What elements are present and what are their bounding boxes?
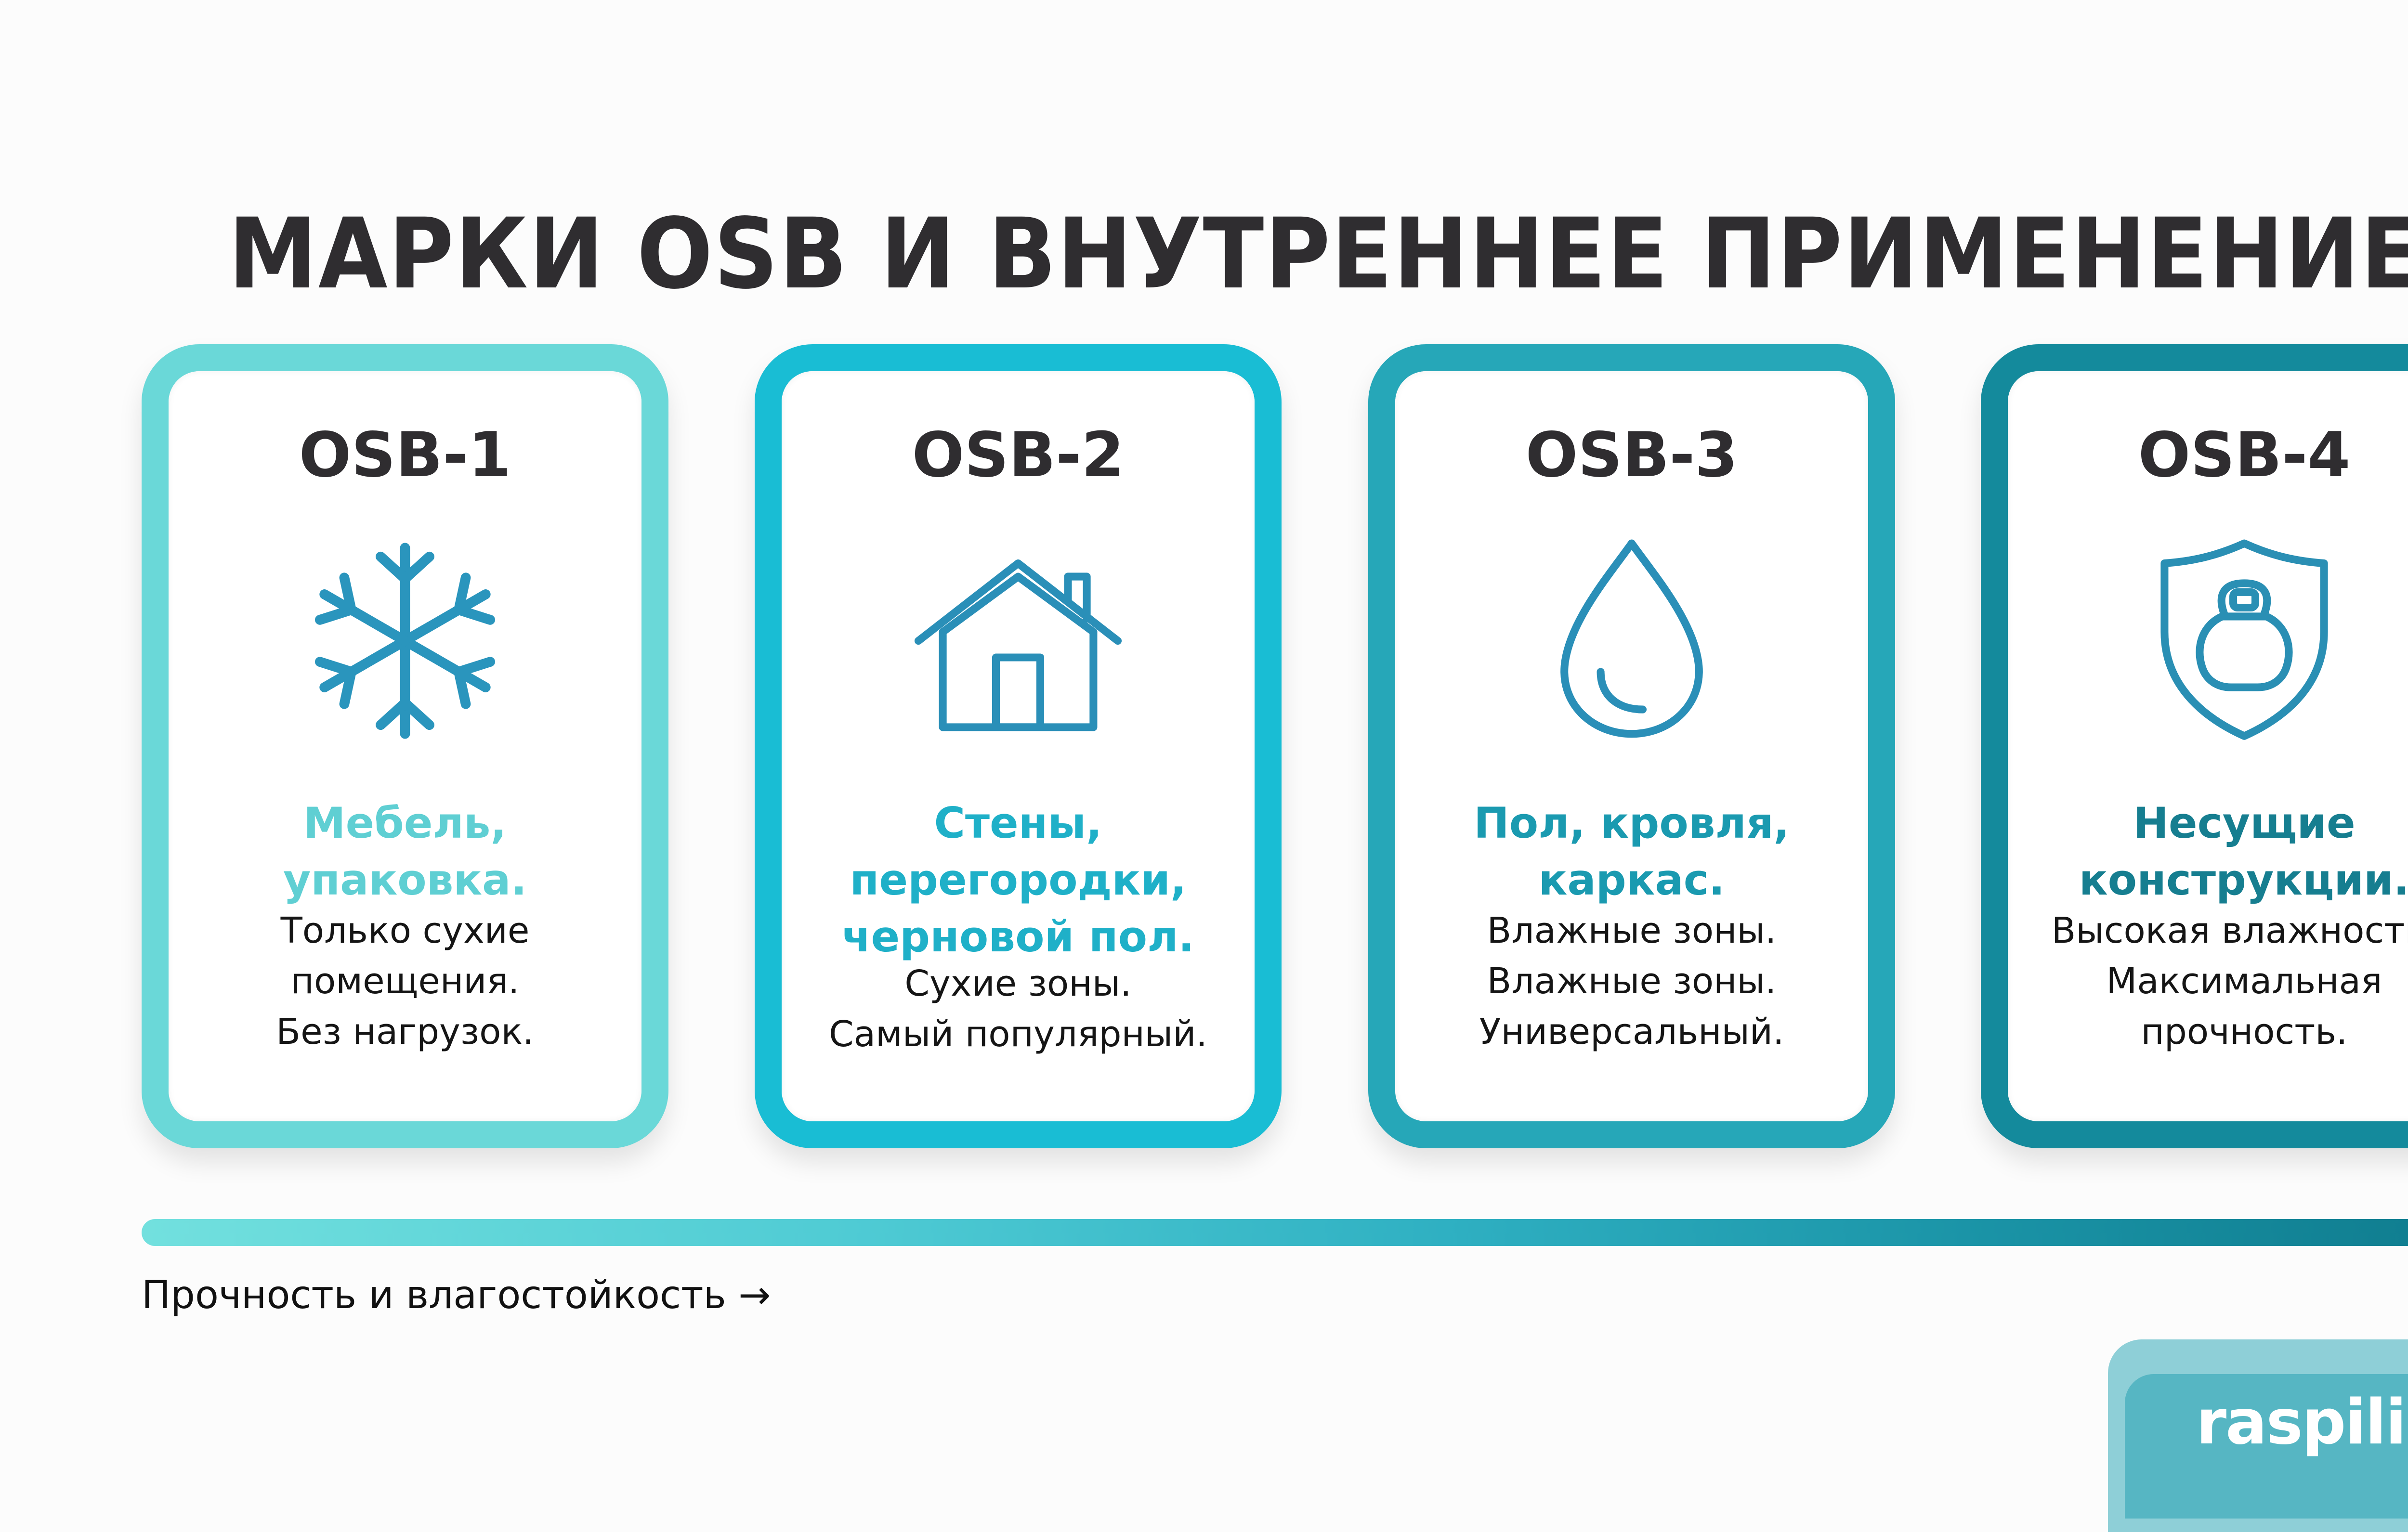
card-heading: Стены, перегородки, черновой пол. (782, 795, 1255, 965)
card-description-line: помещения. (290, 961, 520, 1002)
card-heading: Пол, кровля, каркас. (1395, 795, 1868, 909)
shield-kettlebell-icon (2133, 530, 2355, 752)
card-description-line: Влажные зоны. (1487, 961, 1777, 1002)
card-description: Высокая влажность. Максимальная прочност… (2008, 906, 2408, 1057)
card-heading-line: каркас. (1538, 855, 1725, 905)
card-grade: OSB-4 (2138, 419, 2351, 491)
card-inner (782, 371, 1255, 1121)
card-description-line: Без нагрузок. (276, 1011, 534, 1052)
card-osb-3: OSB-3 Пол, кровля, каркас. Влажные зоны.… (1368, 344, 1895, 1148)
card-description-line: Универсальный. (1479, 1011, 1784, 1052)
card-inner (1395, 371, 1868, 1121)
card-description-line: Самый популярный. (829, 1013, 1207, 1055)
card-heading-line: конструкции. (2079, 855, 2408, 905)
house-icon (907, 530, 1129, 752)
scale-label: Прочность и влагостойкость → (142, 1272, 771, 1317)
card-heading-line: Мебель, (303, 798, 507, 848)
card-heading-line: упаковка. (283, 855, 527, 905)
card-heading: Несущие конструкции. (2008, 795, 2408, 909)
card-osb-2: OSB-2 Стены, перегородки, черновой пол. … (755, 344, 1282, 1148)
card-heading-line: Пол, кровля, (1474, 798, 1790, 848)
watermark-logo: raspilim.com (2196, 1387, 2408, 1458)
page-title: МАРКИ OSB И ВНУТРЕННЕЕ ПРИМЕНЕНИЕ (228, 197, 2408, 311)
card-osb-4: OSB-4 Несущие конструкции. Высокая влажн… (1981, 344, 2408, 1148)
card-inner (169, 371, 641, 1121)
card-heading-line: Стены, (934, 798, 1102, 848)
card-osb-1: OSB-1 Мебель, упаковка. Только сухие пом… (142, 344, 668, 1148)
card-description: Сухие зоны. Самый популярный. (782, 959, 1255, 1060)
card-heading-line: перегородки, (850, 855, 1187, 905)
card-description-line: Высокая влажность. (2051, 910, 2408, 951)
card-heading-line: черновой пол. (842, 912, 1194, 961)
strength-moisture-gradient-bar (142, 1219, 2408, 1246)
card-description-line: Только сухие (280, 910, 530, 951)
card-description-line: Влажные зоны. (1487, 910, 1777, 951)
card-grade: OSB-2 (912, 419, 1125, 491)
card-description: Только сухие помещения. Без нагрузок. (169, 906, 641, 1057)
card-heading-line: Несущие (2133, 798, 2356, 848)
card-heading: Мебель, упаковка. (169, 795, 641, 909)
water-drop-icon (1521, 530, 1742, 752)
card-inner (2008, 371, 2408, 1121)
snowflake-icon (294, 530, 516, 752)
card-grade: OSB-3 (1525, 419, 1738, 491)
card-description-line: прочность. (2141, 1011, 2348, 1052)
card-description-line: Максимальная (2106, 961, 2382, 1002)
card-description-line: Сухие зоны. (904, 963, 1132, 1004)
card-grade: OSB-1 (299, 419, 511, 491)
card-description: Влажные зоны. Влажные зоны. Универсальны… (1395, 906, 1868, 1057)
